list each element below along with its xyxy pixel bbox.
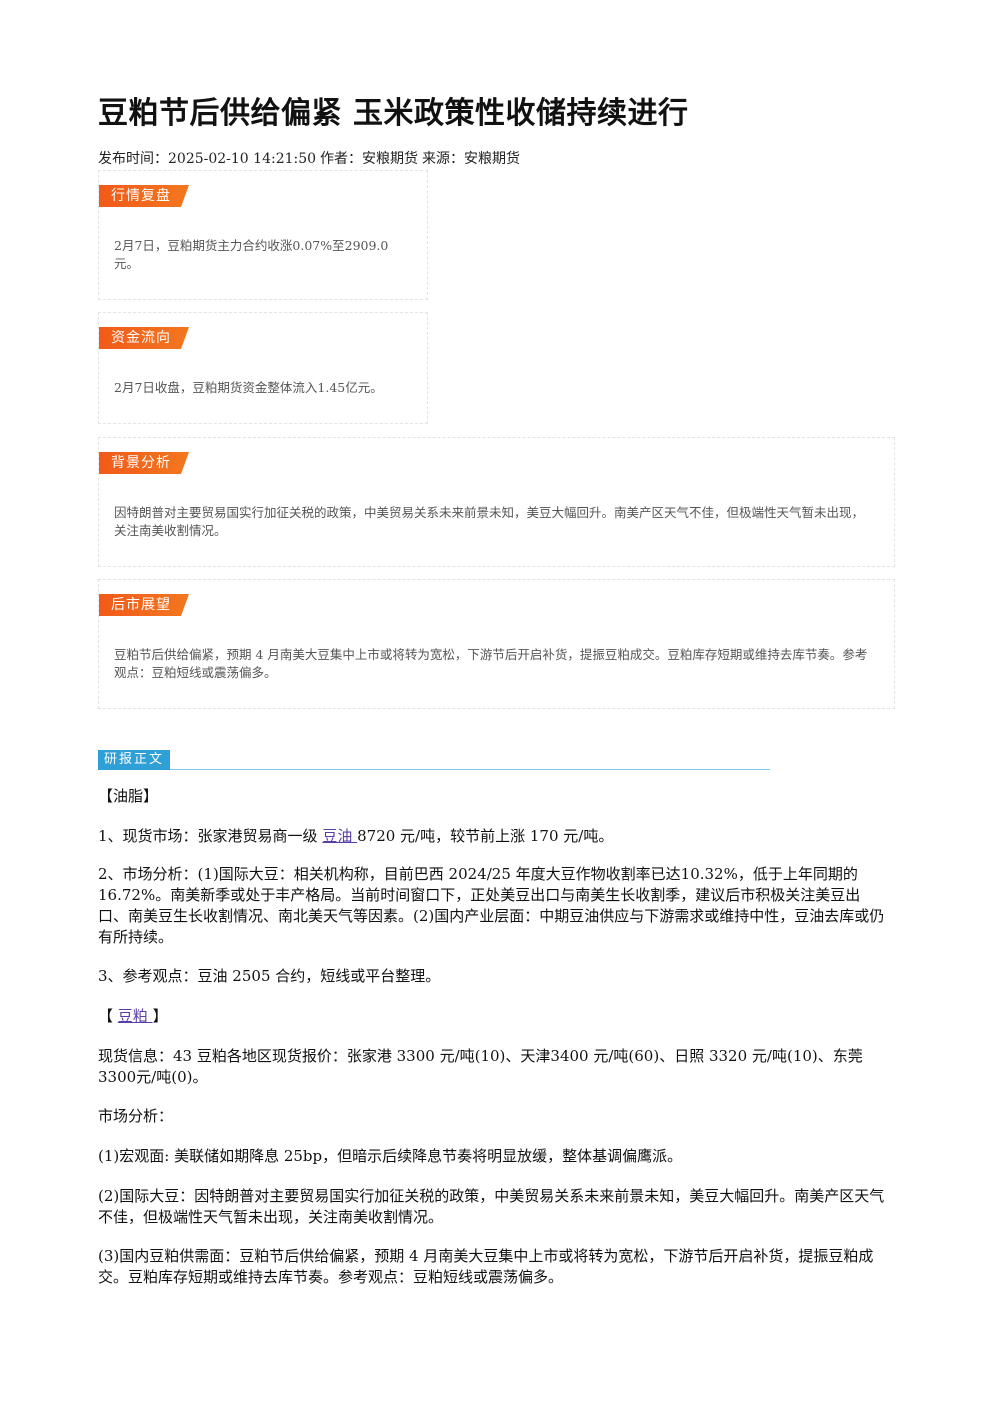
summary-box-outlook: 后市展望 豆粕节后供给偏紧，预期 4 月南美大豆集中上市或将转为宽松，下游节后开…: [98, 579, 895, 709]
report-body-header: 研报正文: [98, 748, 770, 770]
meal-heading-right: 】: [152, 1007, 168, 1025]
tag-capital-flow: 资金流向: [99, 327, 189, 349]
meal-spot-info: 现货信息：43 豆粕各地区现货报价：张家港 3300 元/吨(10)、天津340…: [98, 1047, 863, 1086]
tag-market-review: 行情复盘: [99, 185, 189, 207]
meal-heading-left: 【: [98, 1007, 118, 1025]
summary-box-capital-flow: 资金流向 2月7日收盘，豆粕期货资金整体流入1.45亿元。: [98, 312, 428, 424]
oil-reference-view: 3、参考观点：豆油 2505 合约，短线或平台整理。: [98, 967, 441, 985]
summary-box-market-review: 行情复盘 2月7日，豆粕期货主力合约收涨0.07%至2909.0元。: [98, 170, 428, 300]
oil-heading: 【油脂】: [98, 787, 159, 805]
tag-outlook: 后市展望: [99, 594, 189, 616]
source: 来源：安粮期货: [422, 151, 521, 167]
capital-flow-text: 2月7日收盘，豆粕期货资金整体流入1.45亿元。: [114, 380, 383, 395]
outlook-text: 豆粕节后供给偏紧，预期 4 月南美大豆集中上市或将转为宽松，下游节后开启补货，提…: [114, 647, 868, 680]
meal-international-soybean: (2)国际大豆：因特朗普对主要贸易国实行加征关税的政策，中美贸易关系未来前景未知…: [98, 1187, 885, 1226]
meal-domestic-supply-demand: (3)国内豆粕供需面：豆粕节后供给偏紧，预期 4 月南美大豆集中上市或将转为宽松…: [98, 1247, 874, 1286]
oil-spot-suffix: 8720 元/吨，较节前上涨 170 元/吨。: [357, 827, 614, 845]
soybean-meal-link[interactable]: 豆粕: [117, 1007, 153, 1025]
oil-spot-market: 1、现货市场：张家港贸易商一级 豆油 8720 元/吨，较节前上涨 170 元/…: [98, 826, 890, 847]
background-text: 因特朗普对主要贸易国实行加征关税的政策，中美贸易关系未来前景未知，美豆大幅回升。…: [114, 505, 865, 538]
article-title: 豆粕节后供给偏紧 玉米政策性收储持续进行: [98, 96, 689, 131]
meal-heading: 【 豆粕 】: [98, 1006, 890, 1027]
market-review-text: 2月7日，豆粕期货主力合约收涨0.07%至2909.0元。: [114, 238, 389, 271]
meal-analysis-label: 市场分析：: [98, 1107, 174, 1125]
summary-box-background: 背景分析 因特朗普对主要贸易国实行加征关税的政策，中美贸易关系未来前景未知，美豆…: [98, 437, 895, 567]
report-body-label: 研报正文: [98, 750, 171, 770]
author: 作者：安粮期货: [320, 151, 419, 167]
oil-market-analysis: 2、市场分析：(1)国际大豆：相关机构称，目前巴西 2024/25 年度大豆作物…: [98, 865, 885, 946]
meal-macro: (1)宏观面: 美联储如期降息 25bp，但暗示后续降息节奏将明显放缓，整体基调…: [98, 1147, 683, 1165]
soybean-oil-link[interactable]: 豆油: [322, 827, 358, 845]
publish-time: 发布时间：2025-02-10 14:21:50: [98, 151, 317, 167]
tag-background: 背景分析: [99, 452, 189, 474]
oil-spot-prefix: 1、现货市场：张家港贸易商一级: [98, 827, 323, 845]
